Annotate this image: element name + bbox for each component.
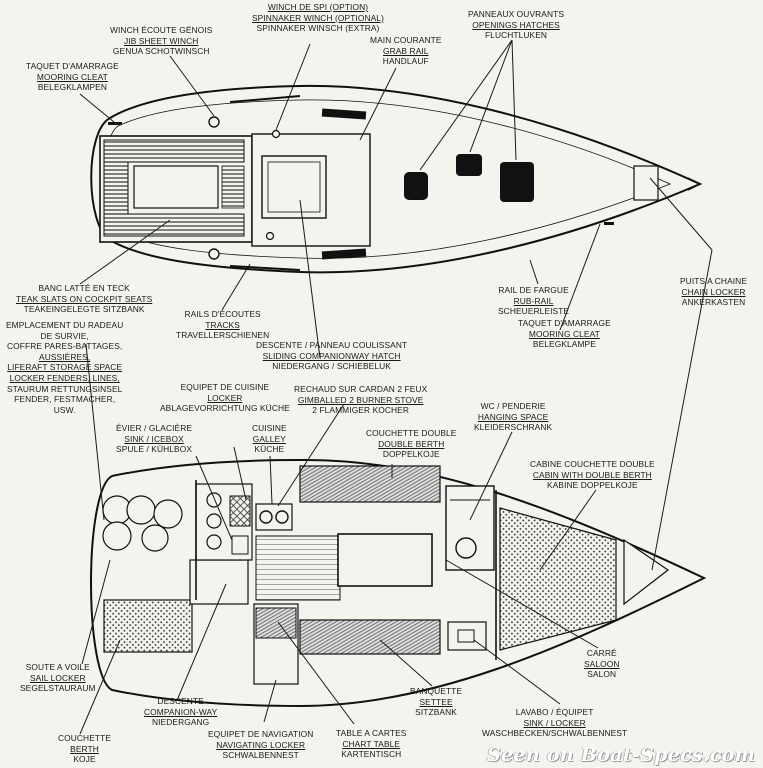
galley-bin-3 (206, 534, 222, 550)
label-galley: CUISINE GALLEY KÜCHE (252, 423, 287, 455)
wc-toilet (455, 537, 477, 559)
label-mooring-cleat-aft: TAQUET D'AMARRAGE MOORING CLEAT BELEGKLA… (26, 61, 119, 93)
watermark: Seen on Boat-Specs.com (486, 744, 755, 766)
grab-rail-port (321, 108, 367, 120)
cockpit-floor (133, 165, 219, 209)
settee-port (299, 619, 441, 655)
mooring-cleat-aft-deck (108, 122, 122, 125)
label-settee: BANQUETTE SETTEE SITZBANK (410, 686, 463, 718)
grab-rail-starboard (321, 248, 367, 260)
label-chain-locker: PUITS A CHAINE CHAIN LOCKER ANKERKASTEN (680, 276, 748, 308)
cockpit-seat-teak-starboard (103, 213, 245, 237)
label-washbasin: LAVABO / ÉQUIPET SINK / LOCKER WASCHBECK… (482, 707, 628, 739)
label-spinnaker-winch: WINCH DE SPI (OPTION) SPINNAKER WINCH (O… (252, 2, 384, 34)
sheet-track-starboard (229, 265, 301, 271)
galley-sink (231, 535, 249, 555)
label-companionway-hatch: DESCENTE / PANNEAU COULISSANT SLIDING CO… (256, 340, 408, 372)
sail-locker-fender-3 (153, 499, 183, 529)
spinnaker-winch-port (271, 129, 281, 139)
galley-icebox (229, 495, 251, 527)
label-jib-winch: WINCH ÉCOUTE GÉNOIS JIB SHEET WINCH GENU… (110, 25, 213, 57)
label-opening-hatches: PANNEAUX OUVRANTS OPENINGS HATCHES FLUCH… (468, 9, 565, 41)
label-sink-icebox: ÉVIER / GLACIÈRE SINK / ICEBOX SPULE / K… (116, 423, 193, 455)
saloon-floor (255, 535, 341, 601)
stove-burner-1 (259, 510, 273, 524)
cockpit-sole-grate (221, 165, 245, 209)
label-chart-table: TABLE A CARTES CHART TABLE KARTENTISCH (336, 728, 407, 760)
spinnaker-winch-starboard (265, 231, 275, 241)
label-galley-locker: EQUIPET DE CUISINE LOCKER ABLAGEVORRICHT… (160, 382, 290, 414)
saloon-table (337, 533, 433, 587)
label-saloon: CARRÉ SALOON SALON (584, 648, 620, 680)
stove-burner-2 (275, 510, 289, 524)
label-nav-locker: EQUIPET DE NAVIGATION NAVIGATING LOCKER … (208, 729, 314, 761)
sail-locker-fender-4 (102, 521, 132, 551)
label-double-berth: COUCHETTE DOUBLE DOUBLE BERTH DOPPELKOJE (366, 428, 457, 460)
cockpit-seat-teak-port (103, 139, 245, 163)
label-tracks: RAILS D'ÉCOUTES TRACKS TRAVELLERSCHIENEN (176, 309, 270, 341)
chart-table (255, 607, 297, 639)
cockpit-seat-teak-aft (103, 161, 129, 215)
chain-locker-interior (623, 538, 670, 606)
label-liferaft-storage: EMPLACEMENT DU RADEAU DE SURVIE, COFFRE … (6, 320, 124, 415)
label-mooring-cleat-fwd: TAQUET D'AMARRAGE MOORING CLEAT BELEGKLA… (518, 318, 611, 350)
label-stove: RECHAUD SUR CARDAN 2 FEUX GIMBALLED 2 BU… (294, 384, 428, 416)
galley-bin-2 (206, 513, 222, 529)
sheet-track-port (229, 95, 301, 103)
label-companion-way: DESCENTE COMPANION-WAY NIEDERGANG (144, 696, 218, 728)
settee-starboard (299, 465, 441, 503)
sail-locker-fender-2 (126, 495, 156, 525)
mooring-cleat-fwd-deck (604, 222, 614, 225)
hatch-forward (500, 162, 534, 202)
hatch-small-port (404, 172, 428, 200)
label-sail-locker: SOUTE A VOILE SAIL LOCKER SEGELSTAURAUM (20, 662, 96, 694)
deck-plan (90, 84, 703, 274)
label-teak-slats: BANC LATTÉ EN TECK TEAK SLATS ON COCKPIT… (16, 283, 153, 315)
label-berth: COUCHETTE BERTH KOJE (58, 733, 112, 765)
hatch-mid (456, 154, 482, 176)
jib-winch-port (208, 116, 220, 128)
label-rub-rail: RAIL DE FARGUE RUB-RAIL SCHEUERLEISTE (498, 285, 570, 317)
galley-bin-1 (206, 492, 222, 508)
aft-cabin-floor (189, 559, 249, 605)
washbasin-bowl (457, 629, 475, 643)
jib-winch-starboard (208, 248, 220, 260)
label-wc-hanging: WC / PENDERIE HANGING SPACE KLEIDERSCHRA… (474, 401, 553, 433)
companionway-slide (267, 161, 321, 213)
bow-fitting (687, 177, 702, 191)
forward-berth (499, 507, 617, 651)
label-cabin-double: CABINE COUCHETTE DOUBLE CABIN WITH DOUBL… (530, 459, 655, 491)
aft-cabin-berth (103, 599, 193, 653)
sail-locker-fender-5 (141, 524, 169, 552)
leader-lines (79, 39, 713, 735)
label-grab-rail: MAIN COURANTE GRAB RAIL HANDLAUF (370, 35, 442, 67)
